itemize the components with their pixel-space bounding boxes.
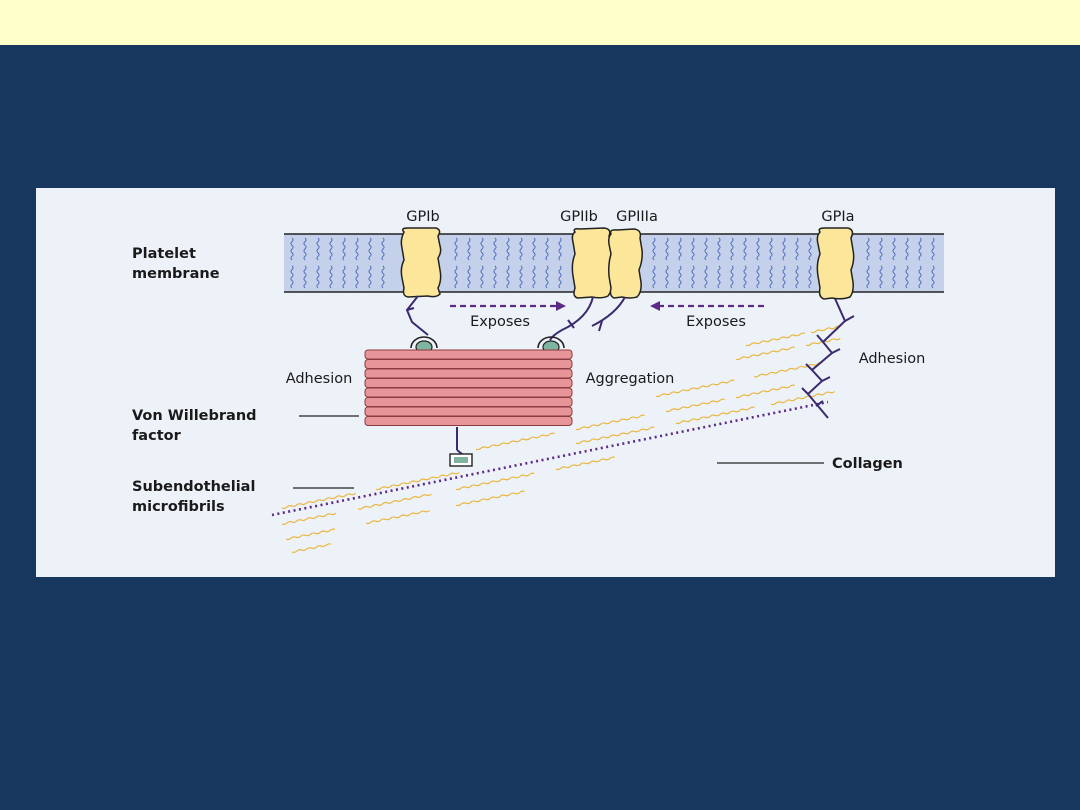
top-band [0,0,1080,45]
gpib-stalk [405,295,429,336]
gpiiia-stalk [591,296,626,327]
gpiiia-label: GPIIIa [616,209,658,225]
gpiib-stalk [549,296,594,341]
gpia-collagen-chain [806,293,847,419]
gpib-receptor [400,227,442,298]
aggregation-label: Aggregation [586,371,675,387]
figure-panel: GPIb GPIIb GPIIIa GPIa Platelet membrane… [36,188,1055,577]
gpiib-receptor [571,227,613,299]
platelet-membrane-label-line2: membrane [132,266,220,282]
subendothelial-label-line1: Subendothelial [132,479,255,495]
von-willebrand-factor [364,349,573,426]
gpia-receptor [816,227,855,300]
exposes-label-left: Exposes [470,314,530,330]
adhesion-label-left: Adhesion [286,371,353,387]
von-willebrand-label-line1: Von Willebrand [132,408,257,424]
gpib-label: GPIb [406,209,439,225]
subendothelial-label-line2: microfibrils [132,499,225,515]
von-willebrand-label-line2: factor [132,428,182,444]
subendothelial-line [271,400,829,517]
exposes-label-right: Exposes [686,314,746,330]
gpia-label: GPIa [821,209,854,225]
gpiib-label: GPIIb [560,209,598,225]
collagen-label: Collagen [832,456,903,472]
gpiiia-receptor [608,228,643,299]
adhesion-label-right: Adhesion [859,351,926,367]
collagen-fibrils [281,325,841,553]
platelet-adhesion-diagram: GPIb GPIIb GPIIIa GPIa Platelet membrane… [132,209,944,553]
platelet-membrane-label-line1: Platelet [132,246,196,262]
